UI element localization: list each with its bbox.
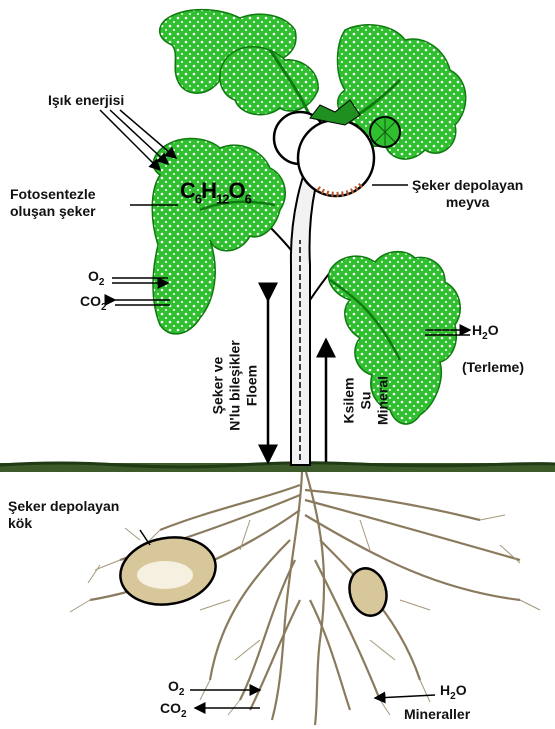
label-sugar-fruit: Şeker depolayan meyva (412, 177, 523, 211)
fruit-large (298, 120, 374, 196)
label-xylem: Ksilem Su Mineral (341, 351, 392, 451)
label-leaf-o2: O2 (88, 268, 104, 291)
label-h2o-transpiration: H2O (472, 322, 499, 345)
label-root-co2: CO2 (160, 700, 187, 723)
label-transpiration: (Terleme) (462, 359, 524, 376)
leaf-left (152, 138, 285, 333)
label-light-energy: Işık enerjisi (48, 92, 124, 109)
label-phloem: Şeker ve N'lu bileşikler Floem (210, 311, 261, 461)
label-leaf-co2: CO2 (80, 293, 107, 316)
label-root-h2o: H2O (440, 682, 467, 705)
glucose-formula: C6H12O6 (180, 178, 251, 206)
label-photosynthesis-sugar: Fotosentezle oluşan şeker (10, 186, 96, 220)
label-sugar-root: Şeker depolayan kök (8, 498, 119, 532)
label-minerals: Mineraller (404, 706, 470, 723)
label-root-o2: O2 (168, 678, 184, 701)
light-arrows (100, 110, 176, 170)
